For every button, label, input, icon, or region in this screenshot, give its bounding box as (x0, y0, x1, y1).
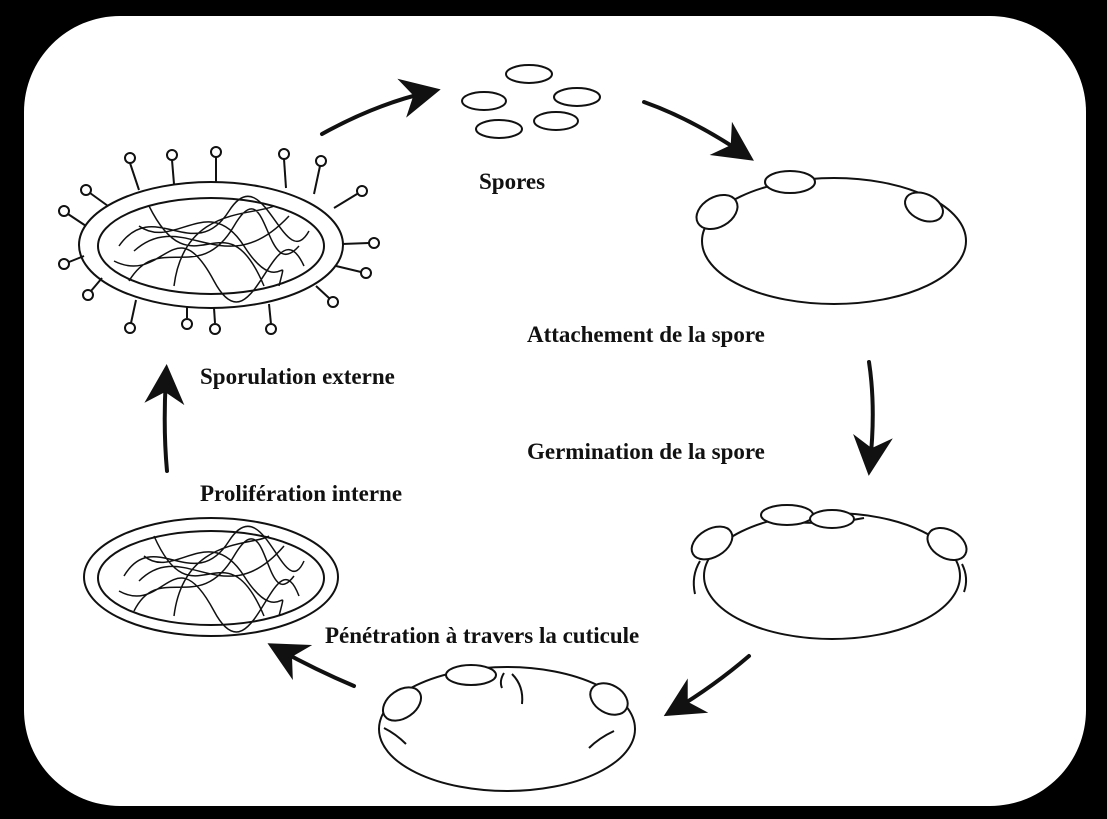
host-body (704, 513, 960, 639)
label-attachment: Attachement de la spore (527, 322, 765, 348)
spores-cluster (462, 65, 600, 138)
host-penetration-stage (377, 665, 635, 791)
arrow-germination-to-penetration (674, 656, 749, 710)
spore (534, 112, 578, 130)
arrow-sporulation-to-spores (322, 92, 429, 134)
arrow-spores-to-attachment (644, 102, 744, 154)
germinating-spore (810, 510, 854, 528)
host-proliferation-stage (84, 518, 338, 636)
life-cycle-diagram (24, 16, 1086, 806)
host-body (79, 182, 343, 308)
arrow-penetration-to-proliferation (278, 649, 354, 686)
attached-spore (765, 171, 815, 193)
penetrating-spore (446, 665, 496, 685)
label-germination: Germination de la spore (527, 439, 765, 465)
host-attachment-stage (690, 171, 966, 304)
diagram-canvas: Spores Attachement de la spore Sporulati… (24, 16, 1086, 806)
spore (462, 92, 506, 110)
host-sporulation-stage (59, 147, 379, 334)
arrow-attachment-to-germination (869, 362, 873, 464)
germ-tube (694, 561, 700, 594)
label-proliferation: Prolifération interne (200, 481, 402, 507)
germinating-spore (761, 505, 813, 525)
spore (476, 120, 522, 138)
spore (554, 88, 600, 106)
germ-tube (962, 564, 966, 592)
arrow-proliferation-to-sporulation (165, 376, 167, 471)
spore (506, 65, 552, 83)
label-spores: Spores (479, 169, 545, 195)
host-body (84, 518, 338, 636)
label-sporulation: Sporulation externe (200, 364, 395, 390)
label-penetration: Pénétration à travers la cuticule (325, 623, 639, 649)
host-germination-stage (686, 505, 972, 639)
